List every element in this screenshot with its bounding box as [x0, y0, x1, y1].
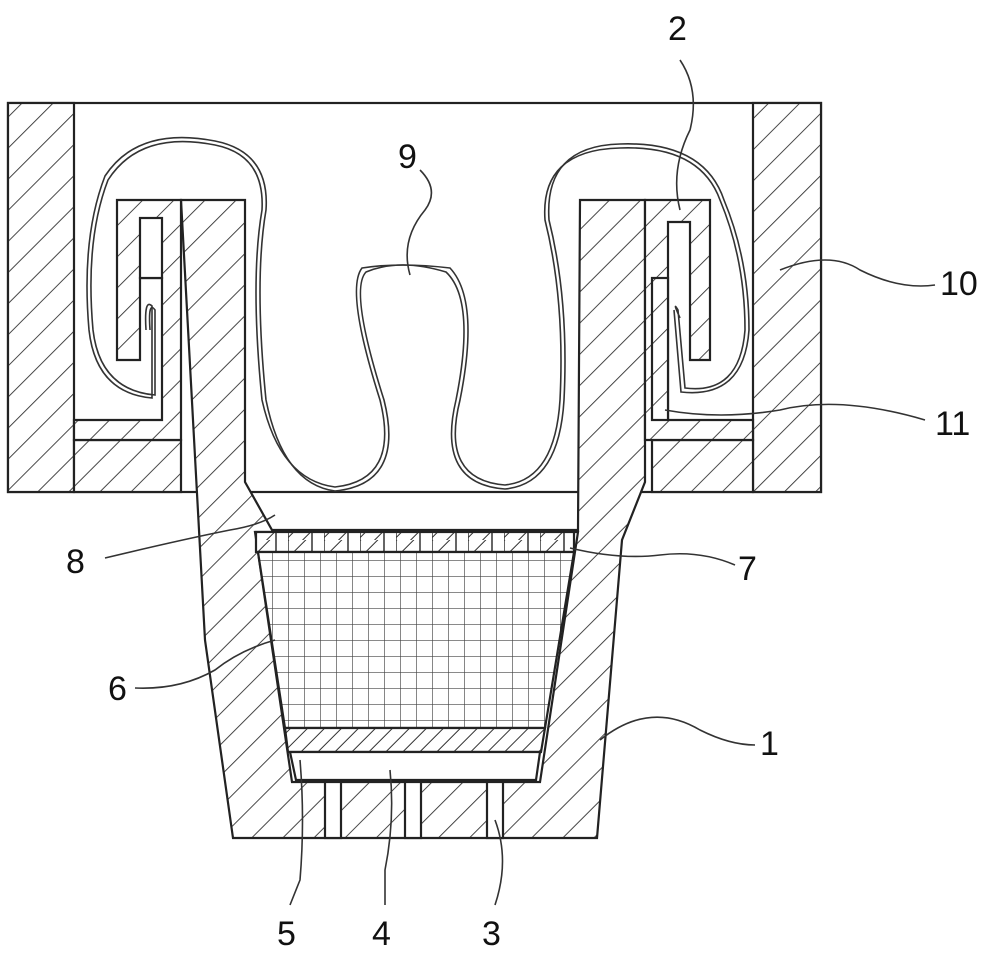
leader-lines [104, 59, 936, 906]
callout-6: 6 [108, 670, 127, 708]
callout-2: 2 [668, 10, 687, 48]
membrane-outline [86, 136, 750, 492]
callout-3: 3 [482, 915, 501, 953]
grid-filter [256, 550, 576, 730]
callout-7: 7 [738, 550, 757, 588]
callout-9: 9 [398, 138, 417, 176]
callout-10: 10 [940, 265, 978, 303]
top-perforated-layer [254, 530, 576, 554]
callout-11: 11 [935, 405, 970, 443]
lower-chamber [288, 750, 542, 782]
bottom-holes [323, 780, 505, 840]
callout-5: 5 [277, 915, 296, 953]
callout-labels: 9 2 10 11 7 8 6 1 5 4 3 [66, 10, 978, 953]
left-hook [72, 198, 183, 442]
callout-4: 4 [372, 915, 391, 953]
right-hook [643, 198, 755, 442]
callout-1: 1 [760, 725, 779, 763]
callout-8: 8 [66, 543, 85, 581]
bottom-hatched-layer [283, 726, 547, 754]
